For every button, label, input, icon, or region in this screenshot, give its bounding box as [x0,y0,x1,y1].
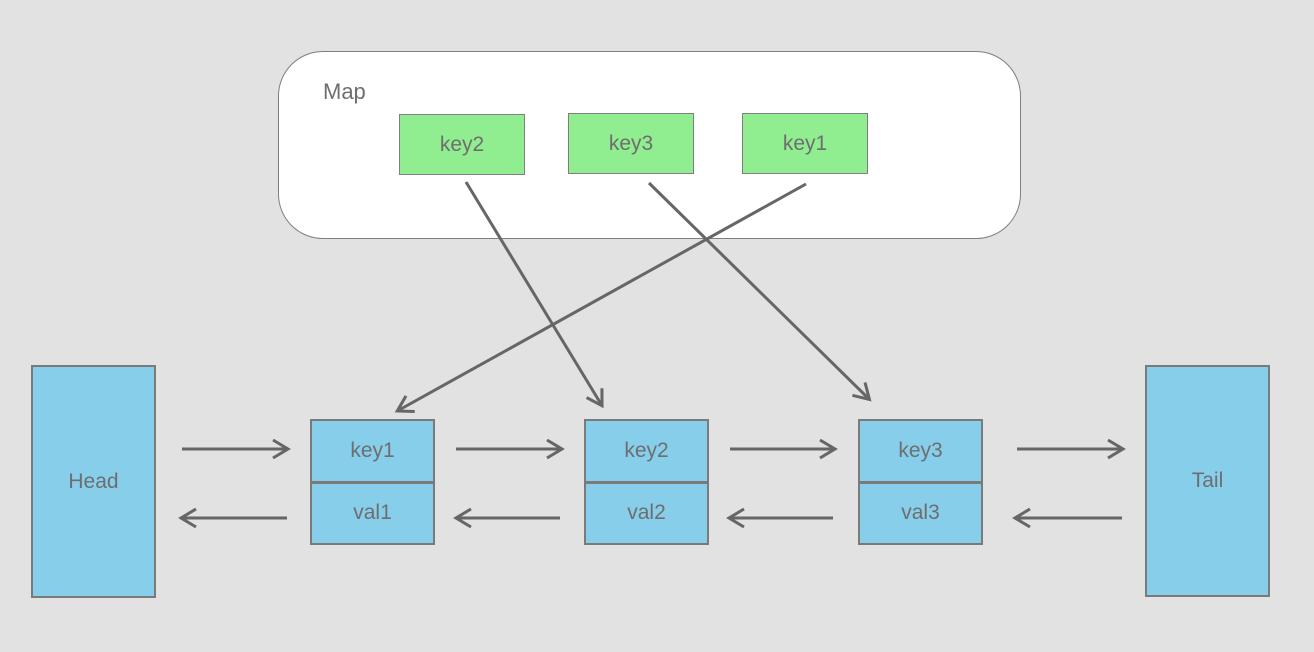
map-key-label: key3 [608,131,654,155]
node-key-cell: key3 [860,421,981,484]
list-node-key2: key2 val2 [584,419,709,545]
map-key-box-key3: key3 [568,113,694,174]
node-val-cell: val3 [901,501,940,525]
map-key-box-key2: key2 [399,114,525,175]
map-key-box-key1: key1 [742,113,868,174]
map-key-label: key2 [439,132,485,156]
node-key-cell: key1 [312,421,433,484]
map-label: Map [323,79,366,104]
node-val-cell: val1 [353,501,392,525]
list-head-box: Head [31,365,156,598]
head-label: Head [68,469,119,493]
tail-label: Tail [1191,469,1224,492]
list-node-key1: key1 val1 [310,419,435,545]
list-tail-box: Tail [1145,365,1270,597]
node-val-cell: val2 [627,501,666,525]
node-key-cell: key2 [586,421,707,484]
list-node-key3: key3 val3 [858,419,983,545]
map-key-label: key1 [782,131,828,155]
